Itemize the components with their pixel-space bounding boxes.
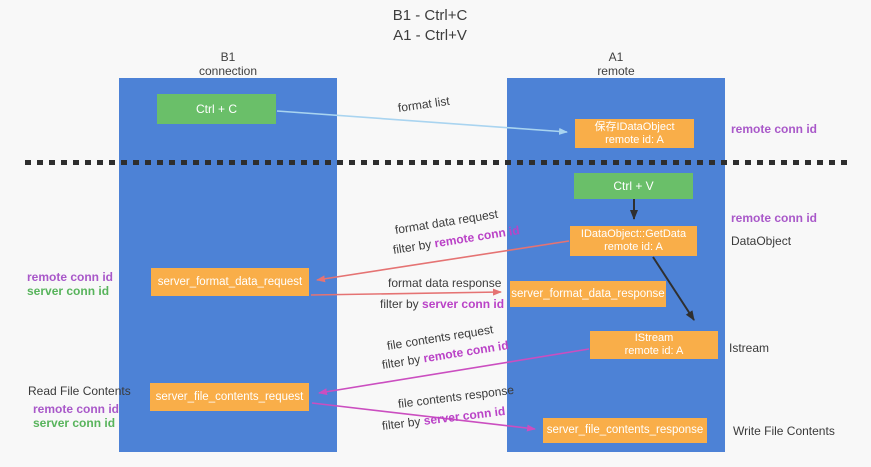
label-format-list: format list [397, 93, 451, 115]
format-response-label: server_format_data_response [511, 287, 665, 300]
filter-prefix: filter by [391, 237, 433, 257]
filter-highlight: server conn id [422, 297, 505, 311]
box-save-idataobject: 保存IDataObject remote id: A [575, 119, 694, 148]
filter-highlight: server conn id [422, 403, 506, 428]
annotation-left-server-conn-id-1: server conn id [27, 284, 110, 298]
lane-b1-role: connection [198, 64, 258, 79]
box-server-format-data-request: server_format_data_request [151, 268, 309, 296]
annotation-dataobject: DataObject [731, 234, 792, 248]
ctrl-v-label: Ctrl + V [613, 178, 654, 193]
getdata-line2: remote id: A [604, 241, 663, 253]
save-idataobject-line2: remote id: A [605, 133, 664, 146]
file-response-label: server_file_contents_response [546, 424, 704, 436]
annotation-write-file-contents: Write File Contents [733, 424, 835, 438]
istream-line2: remote id: A [624, 345, 684, 357]
istream-line1: IStream [634, 332, 674, 344]
box-ctrl-c: Ctrl + C [157, 94, 276, 124]
filter-prefix: filter by [381, 414, 422, 433]
annotation-read-file-contents: Read File Contents [28, 384, 131, 398]
annotation-left-remote-conn-id-1: remote conn id [27, 270, 114, 284]
box-server-format-data-response: server_format_data_response [510, 281, 666, 307]
title-line-1: B1 - Ctrl+C [392, 7, 468, 24]
annotation-remote-conn-id-mid: remote conn id [731, 211, 818, 225]
lane-a1-role: remote [597, 64, 635, 79]
box-server-file-contents-response: server_file_contents_response [543, 418, 707, 443]
annotation-left-remote-conn-id-2: remote conn id [33, 402, 120, 416]
filter-prefix: filter by [380, 352, 422, 372]
filter-prefix: filter by [380, 297, 419, 311]
save-idataobject-line1: 保存IDataObject [594, 120, 675, 133]
box-idataobject-getdata: IDataObject::GetData remote id: A [570, 226, 697, 256]
lane-b1-name: B1 [220, 50, 236, 64]
annotation-istream: Istream [729, 341, 770, 355]
getdata-line1: IDataObject::GetData [580, 228, 687, 240]
format-request-label: server_format_data_request [157, 275, 303, 288]
arrow-format-data-response [310, 288, 502, 296]
box-ctrl-v: Ctrl + V [574, 173, 693, 199]
label-filter-format-response: filter by server conn id [380, 297, 504, 311]
title-line-2: A1 - Ctrl+V [393, 27, 467, 45]
box-server-file-contents-request: server_file_contents_request [150, 383, 309, 411]
ctrl-c-label: Ctrl + C [195, 101, 237, 116]
lane-header-b1: B1 connection [119, 50, 337, 78]
annotation-remote-conn-id-top: remote conn id [731, 122, 818, 136]
file-request-label: server_file_contents_request [155, 390, 304, 403]
diagram-title: B1 - Ctrl+C A1 - Ctrl+V [280, 6, 580, 47]
box-istream: IStream remote id: A [590, 331, 718, 359]
session-divider-dashed-line [25, 160, 848, 165]
lane-a1-name: A1 [608, 50, 624, 64]
lane-header-a1: A1 remote [507, 50, 725, 78]
label-format-data-response: format data response [388, 276, 502, 290]
annotation-left-server-conn-id-2: server conn id [33, 416, 116, 430]
